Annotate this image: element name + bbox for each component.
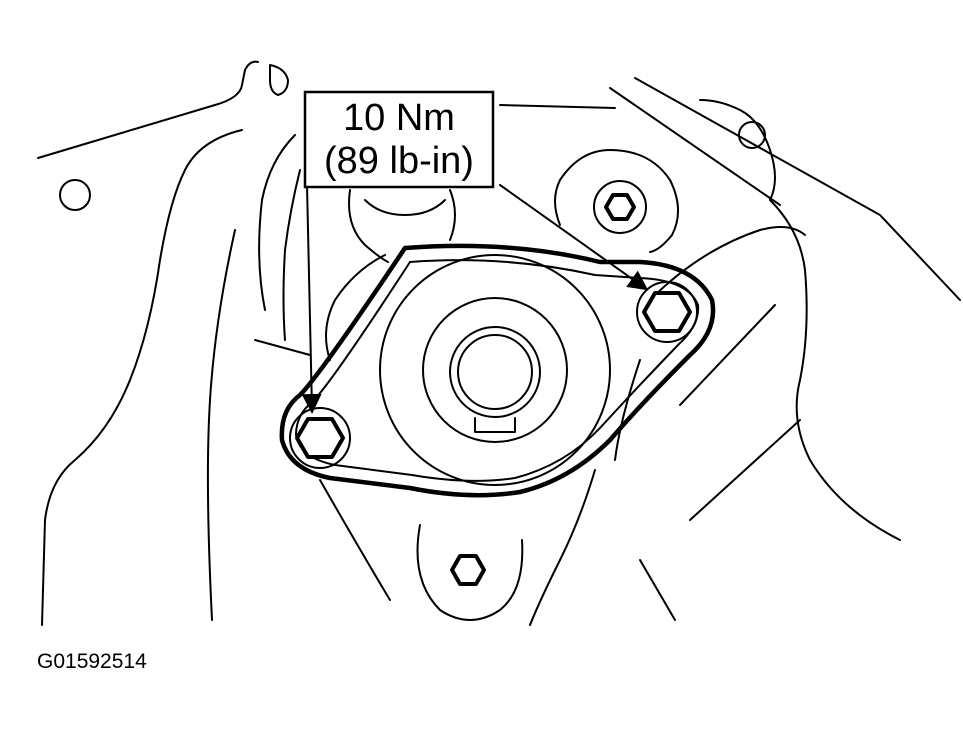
left-bolt bbox=[289, 407, 351, 469]
housing-flange-gasket bbox=[279, 243, 716, 498]
torque-callout-box bbox=[303, 90, 495, 189]
upper-mounting-boss bbox=[593, 180, 647, 234]
block-hole-left bbox=[59, 179, 91, 211]
torque-imperial-label: (89 lb-in) bbox=[324, 140, 474, 182]
thermostat-housing-body bbox=[379, 254, 611, 486]
block-hole-right bbox=[738, 121, 766, 149]
housing-flange-inner-edge bbox=[295, 259, 700, 482]
torque-metric-label: 10 Nm bbox=[343, 97, 455, 139]
engine-block-outline bbox=[37, 60, 961, 626]
left-bolt-head bbox=[295, 417, 345, 459]
figure-id: G01592514 bbox=[37, 650, 147, 673]
lower-mounting-boss bbox=[416, 524, 524, 621]
torque-callout: 10 Nm (89 lb-in) bbox=[303, 90, 495, 189]
leader-arrow-left bbox=[301, 184, 322, 414]
right-bolt bbox=[636, 281, 698, 343]
leader-arrow-right bbox=[499, 184, 649, 291]
right-bolt-head bbox=[642, 291, 692, 333]
